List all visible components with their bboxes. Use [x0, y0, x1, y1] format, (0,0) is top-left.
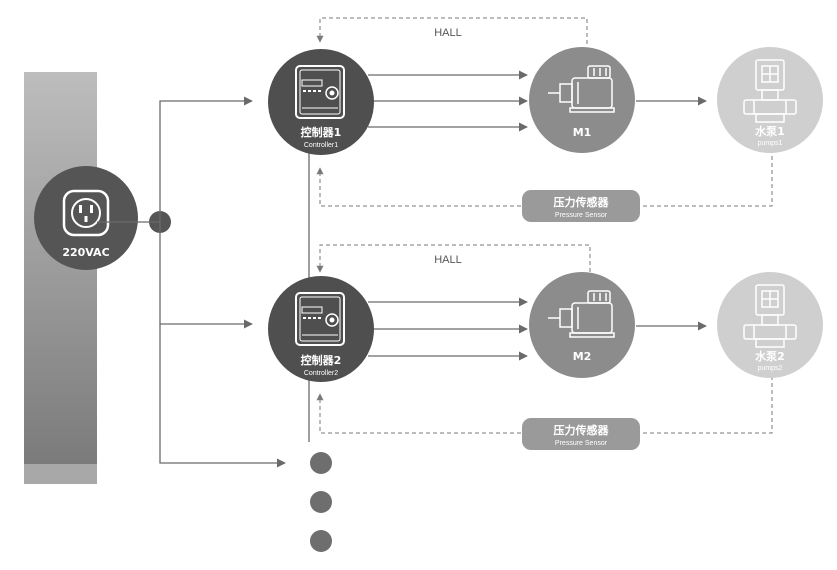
motor-1: M1 [529, 47, 635, 153]
hall-label-2: HALL [434, 254, 462, 266]
pump-2: 水泵2 pumps2 [717, 272, 823, 378]
sensor-1-name-cn: 压力传感器 [554, 195, 610, 209]
motor-icon [548, 290, 615, 338]
sensor-1-name-en: Pressure Sensor [555, 212, 608, 219]
pressure-sensor-2: 压力传感器 Pressure Sensor [522, 418, 640, 450]
supply-lines [97, 96, 286, 468]
controller-1: 控制器1 Controller1 [268, 49, 374, 155]
controller-motor-links [368, 70, 528, 361]
motor-1-label: M1 [573, 126, 592, 139]
continuation-dot [310, 530, 332, 552]
motor-icon [548, 65, 615, 113]
power-supply-bar [24, 72, 97, 484]
sensor-2-name-cn: 压力传感器 [554, 423, 610, 437]
pump-1-name-cn: 水泵1 [755, 124, 785, 138]
power-label: 220VAC [62, 246, 109, 259]
hall-feedback-2 [316, 244, 591, 273]
motor-2: M2 [529, 272, 635, 378]
continuation-dots [310, 452, 332, 552]
pump-2-name-en: pumps2 [758, 365, 783, 372]
continuation-dot [310, 452, 332, 474]
pressure-sensor-1: 压力传感器 Pressure Sensor [522, 190, 640, 222]
motor-pump-links [636, 96, 707, 331]
pump-icon [743, 59, 797, 123]
controller-2-name-cn: 控制器2 [301, 353, 342, 367]
power-source: 220VAC [34, 166, 138, 270]
motor-2-label: M2 [573, 350, 592, 363]
controller-2: 控制器2 Controller2 [268, 276, 374, 382]
continuation-dot [310, 491, 332, 513]
power-outlet-icon [62, 189, 110, 237]
pump-icon [743, 284, 797, 348]
controller-device-icon [295, 65, 345, 119]
controller-2-name-en: Controller2 [304, 370, 338, 377]
hall-feedback-1 [316, 17, 588, 44]
pump-1-name-en: pumps1 [758, 140, 783, 147]
controller-device-icon [295, 292, 345, 346]
pump-2-name-cn: 水泵2 [755, 349, 785, 363]
hall-label-1: HALL [434, 27, 462, 39]
controller-1-name-en: Controller1 [304, 142, 338, 149]
pump-1: 水泵1 pumps1 [717, 47, 823, 153]
sensor-2-name-en: Pressure Sensor [555, 440, 608, 447]
controller-1-name-cn: 控制器1 [301, 125, 342, 139]
